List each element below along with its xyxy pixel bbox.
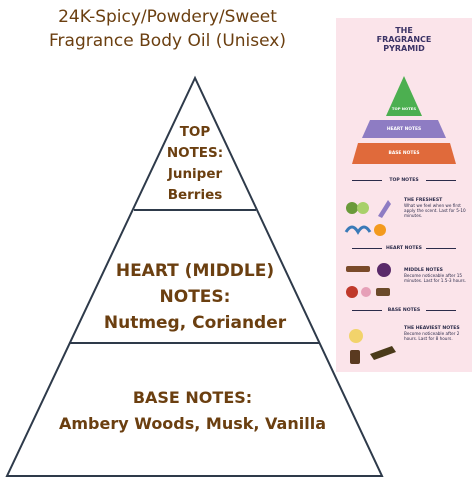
heart-notes-tier: HEART (MIDDLE) NOTES: Nutmeg, Coriander [60,258,330,336]
base-notes-line-1: BASE NOTES: [132,388,253,407]
top-notes-line-4: Berries [167,187,223,203]
base-notes-head: THE HEAVIEST NOTES [404,326,460,331]
cucumber-slice-icon [357,202,369,214]
flower-icon [361,287,371,297]
heart-notes-section-header: HEART NOTES [346,246,462,251]
wave-icon [344,225,372,235]
heart-notes-line-2: NOTES: [159,287,231,307]
pyramid-outline [5,75,384,477]
top-notes-section-header: TOP NOTES [346,178,462,183]
mini-base-label: BASE NOTES [388,151,420,156]
mini-base-tier [352,143,456,164]
fragrance-pyramid-infographic: THE FRAGRANCE PYRAMID TOP NOTES HEART NO… [336,18,472,372]
top-notes-tier: TOP NOTES: Juniper Berries [140,122,250,206]
heart-notes-body: Become noticeable after 15 minutes. Last… [404,273,467,283]
wood-icon [350,350,360,364]
base-notes-tier: BASE NOTES: Ambery Woods, Musk, Vanilla [20,385,365,437]
base-notes-section-header: BASE NOTES [346,308,462,313]
top-notes-line-1: TOP [179,124,211,140]
base-notes-description: THE HEAVIEST NOTES Become noticeable aft… [404,326,468,341]
top-notes-head: THE FRESHEST [404,198,443,203]
mini-heart-label: HEART NOTES [386,127,422,132]
top-notes-section-label: TOP NOTES [389,178,419,183]
base-notes-body: Become noticeable after 2 hours. Last fo… [404,331,460,341]
vanilla-flower-icon [349,329,363,343]
heart-notes-line-1: HEART (MIDDLE) [115,261,275,281]
mini-heart-tier [362,120,446,138]
cinnamon-icon [346,266,370,272]
infographic-title-line-2: FRAGRANCE [376,35,432,44]
top-notes-description: THE FRESHEST What we feel when we first … [404,198,468,218]
top-notes-body: What we feel when we first apply the sce… [404,203,466,218]
base-notes-line-2: Ambery Woods, Musk, Vanilla [58,414,326,433]
heart-notes-line-3: Nutmeg, Coriander [103,313,287,333]
cucumber-icon [346,202,358,214]
heart-notes-description: MIDDLE NOTES Become noticeable after 15 … [404,268,468,283]
apple-icon [346,286,358,298]
leaf-icon [370,346,396,360]
spice-icon [376,288,390,296]
infographic-title-line-3: PYRAMID [383,44,425,53]
top-notes-line-2: NOTES: [166,145,224,161]
infographic-title-line-1: THE [395,26,413,35]
lavender-icon [378,200,391,218]
product-title-line-2: Fragrance Body Oil (Unisex) [49,31,286,51]
mini-pyramid [344,76,456,364]
heart-notes-head: MIDDLE NOTES [404,268,443,273]
base-notes-section-label: BASE NOTES [387,308,421,313]
heart-notes-section-label: HEART NOTES [386,246,422,251]
berries-icon [377,263,391,277]
orange-icon [374,224,386,236]
mini-top-tier [386,76,422,116]
top-notes-line-3: Juniper [167,166,223,182]
mini-top-label: TOP NOTES [391,106,417,111]
product-title-line-1: 24K-Spicy/Powdery/Sweet [58,7,277,27]
